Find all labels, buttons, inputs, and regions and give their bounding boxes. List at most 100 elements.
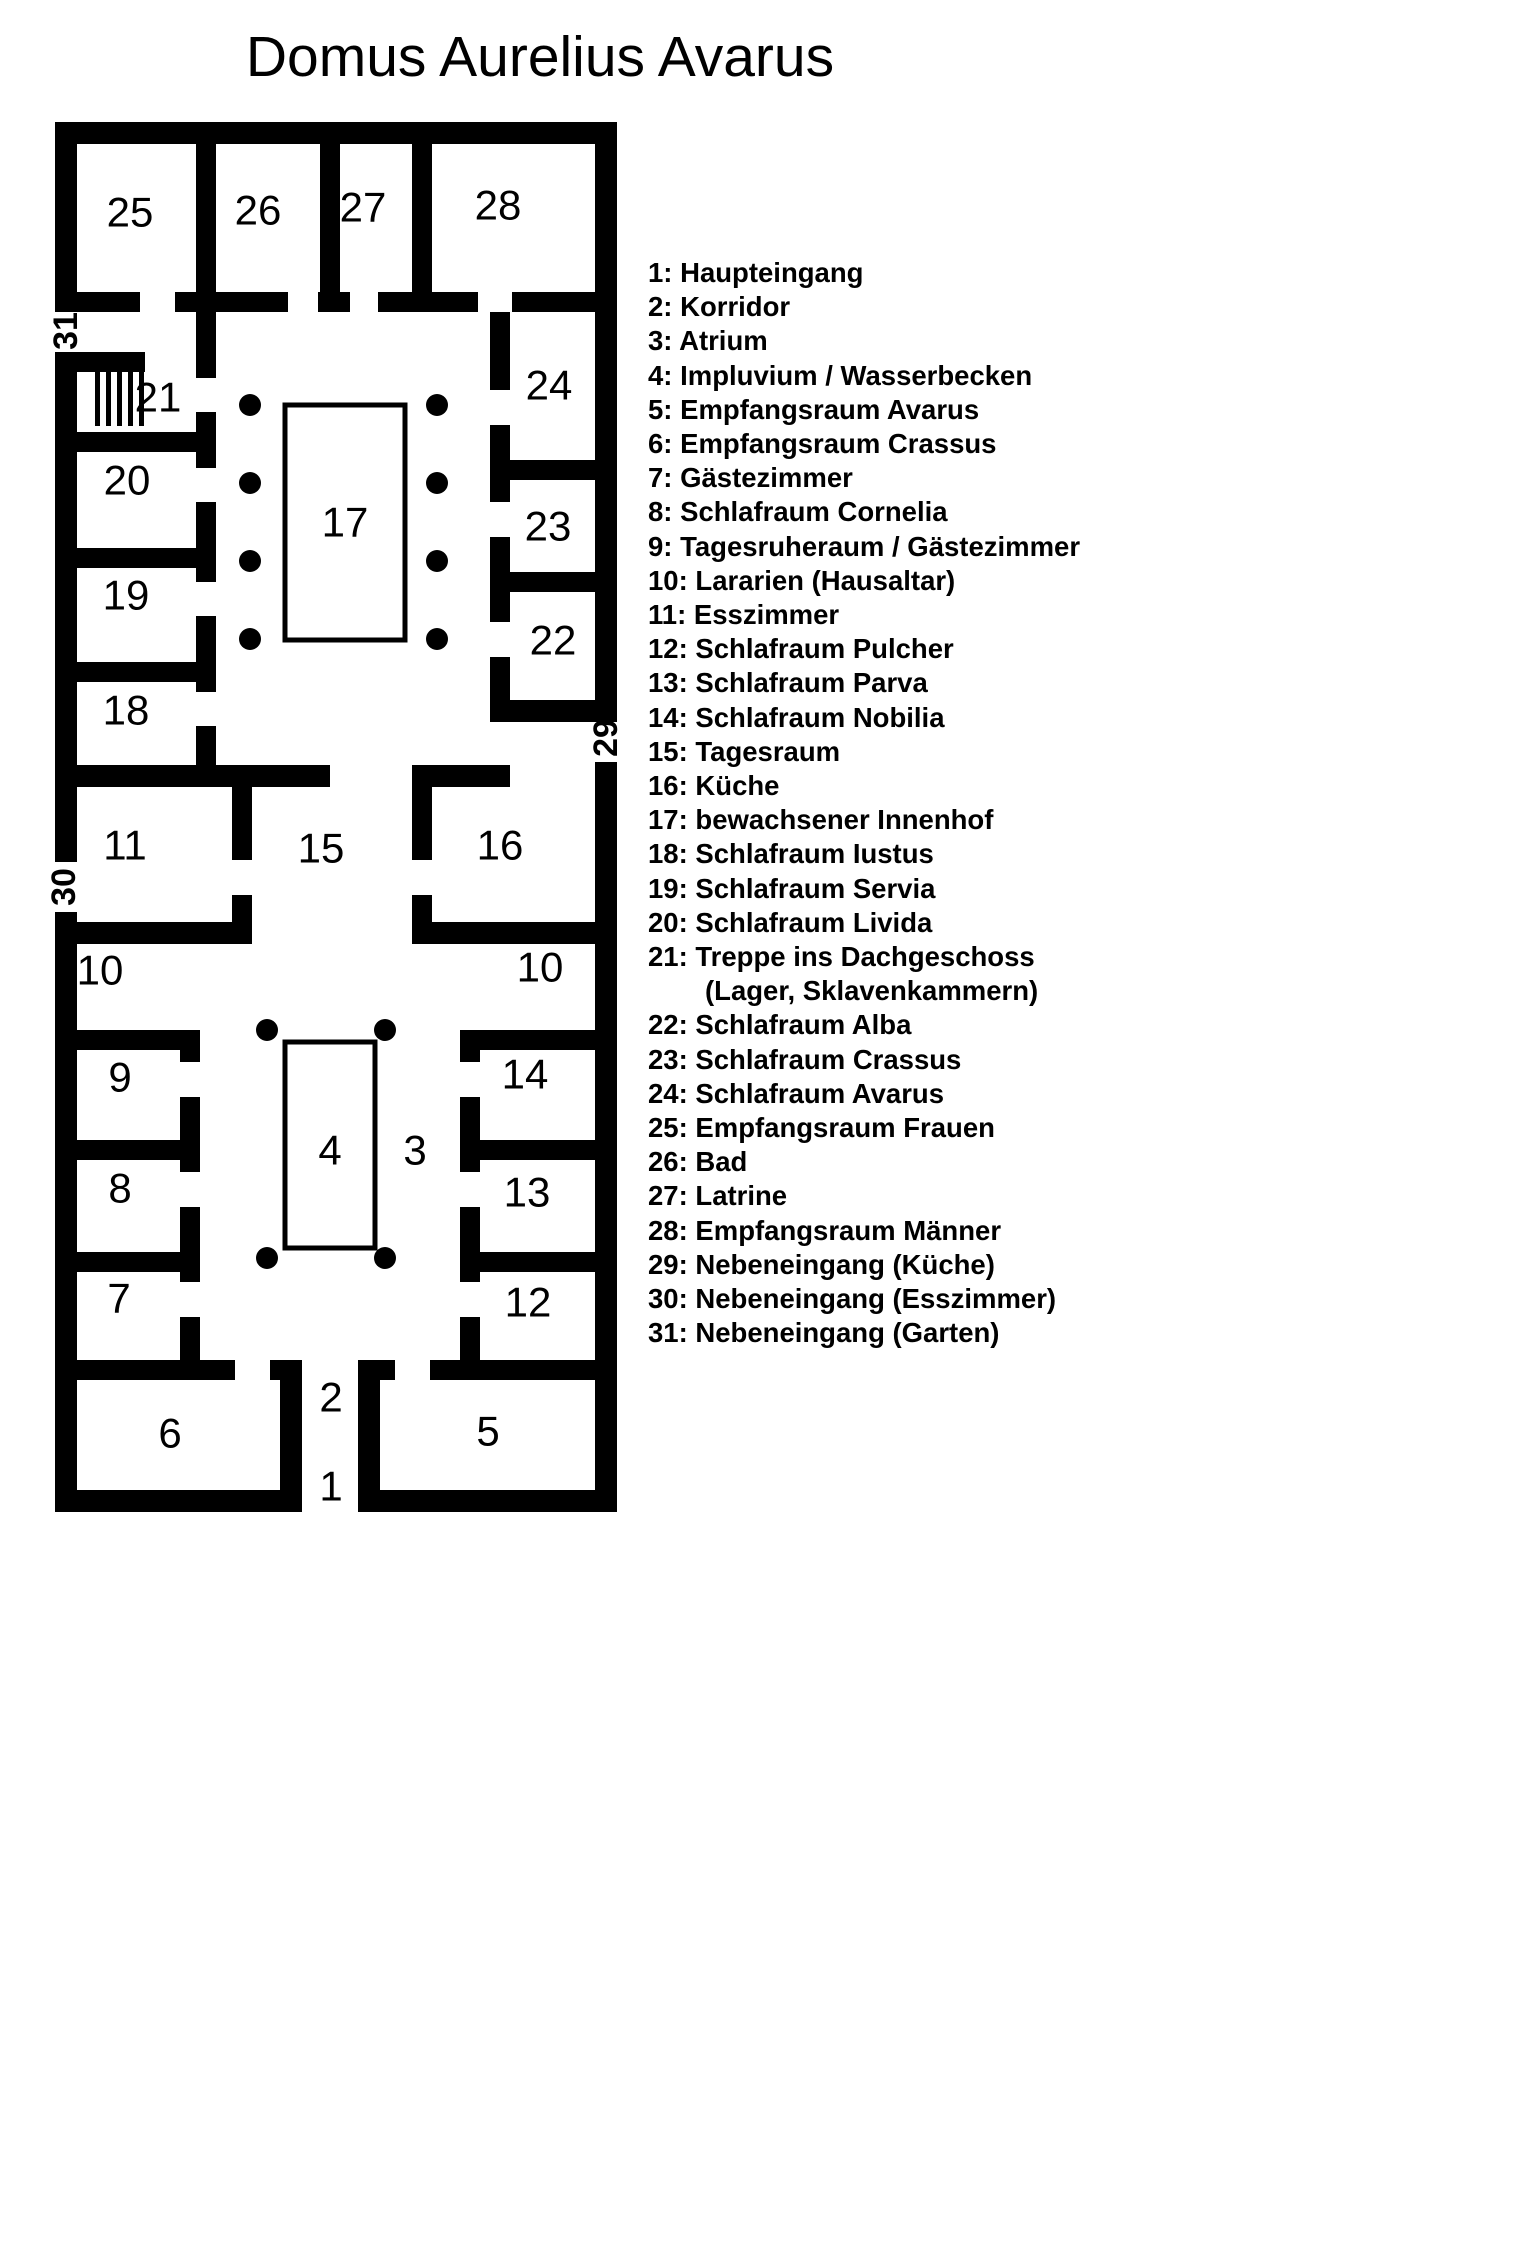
room-label-7: 7 xyxy=(107,1275,130,1322)
column-dot xyxy=(239,472,261,494)
legend-entry-number: 12 xyxy=(648,633,679,665)
legend-entry-21: 21: Treppe ins Dachgeschoss(Lager, Sklav… xyxy=(648,940,1080,1008)
wall xyxy=(358,1360,380,1490)
wall xyxy=(412,144,432,292)
legend-entry-label: bewachsener Innenhof xyxy=(695,804,994,836)
walls xyxy=(55,122,617,1512)
legend-entry-label: Haupteingang xyxy=(680,257,864,288)
wall xyxy=(55,1490,302,1512)
legend-entry-number: 27 xyxy=(648,1180,679,1212)
legend-entry-19: 19: Schlafraum Servia xyxy=(648,872,936,904)
wall xyxy=(460,1317,480,1370)
legend-entry-number: 29 xyxy=(648,1248,679,1280)
wall xyxy=(77,662,216,682)
legend-entry-number: 21 xyxy=(648,941,679,973)
legend-entry-label: Empfangsraum Crassus xyxy=(680,428,997,460)
wall xyxy=(77,1140,200,1160)
legend-entry-label: Nebeneingang (Garten) xyxy=(695,1317,1000,1349)
stair-step xyxy=(117,370,122,426)
legend-entry-number: 3 xyxy=(648,325,664,357)
column-dot xyxy=(426,394,448,416)
legend-entry-number: 23 xyxy=(648,1043,679,1075)
legend-entry-7: 7: Gästezimmer xyxy=(648,462,853,494)
legend-entry-label: Impluvium / Wasserbecken xyxy=(680,359,1033,391)
wall xyxy=(512,292,617,312)
legend-entry-label: Schlafraum Alba xyxy=(695,1009,912,1041)
legend-entry-15: 15: Tagesraum xyxy=(648,735,841,767)
legend-entry-9: 9: Tagesruheraum / Gästezimmer xyxy=(648,530,1081,562)
legend-entry-label: Lararien (Hausaltar) xyxy=(695,564,956,596)
legend-entry-label: Schlafraum Parva xyxy=(695,667,928,699)
stair-step xyxy=(139,370,144,426)
legend-entry-number: 22 xyxy=(648,1009,679,1041)
legend-entry-11: 11: Esszimmer xyxy=(648,599,840,631)
legend-entry-number: 16 xyxy=(648,770,679,802)
wall xyxy=(55,1360,235,1380)
room-label-3: 3 xyxy=(403,1127,426,1174)
legend-entry-27: 27: Latrine xyxy=(648,1180,788,1212)
legend-entry-16: 16: Küche xyxy=(648,770,780,802)
legend-entry-4: 4: Impluvium / Wasserbecken xyxy=(648,359,1033,391)
room-label-6: 6 xyxy=(158,1410,181,1457)
legend-entry-number: 28 xyxy=(648,1214,679,1246)
legend-entry-3: 3: Atrium xyxy=(648,325,768,357)
wall xyxy=(77,292,140,312)
legend-entry-label: Empfangsraum Männer xyxy=(695,1214,1002,1246)
wall xyxy=(77,1252,200,1272)
wall xyxy=(412,787,432,860)
legend-entry-number: 13 xyxy=(648,667,679,699)
legend-entry-24: 24: Schlafraum Avarus xyxy=(648,1077,945,1109)
legend-entry-10: 10: Lararien (Hausaltar) xyxy=(648,564,956,596)
wall xyxy=(460,1050,480,1062)
room-label-15: 15 xyxy=(298,825,345,872)
room-label-23: 23 xyxy=(525,503,572,550)
legend-entry-number: 24 xyxy=(648,1077,679,1109)
room-label-24: 24 xyxy=(526,362,573,409)
room-label-22: 22 xyxy=(530,617,577,664)
legend-entry-17: 17: bewachsener Innenhof xyxy=(648,804,994,836)
legend-entry-number: 4 xyxy=(648,359,664,391)
legend-entry-label: Nebeneingang (Esszimmer) xyxy=(695,1283,1057,1315)
legend-entry-13: 13: Schlafraum Parva xyxy=(648,667,928,699)
column-dot xyxy=(256,1019,278,1041)
legend-entry-number: 17 xyxy=(648,804,679,836)
room-label-5: 5 xyxy=(476,1408,499,1455)
legend-entry-number: 1 xyxy=(648,257,664,288)
legend-entry-number: 18 xyxy=(648,838,679,870)
legend-entry-23: 23: Schlafraum Crassus xyxy=(648,1043,962,1075)
room-label-29: 29 xyxy=(587,719,625,757)
wall xyxy=(196,502,216,582)
wall xyxy=(216,765,330,787)
wall xyxy=(460,1030,617,1050)
impluvium-outline xyxy=(282,1039,378,1251)
wall xyxy=(510,460,617,480)
legend-entry-label: Schlafraum Crassus xyxy=(695,1043,962,1075)
legend-entry-1: 1: Haupteingang xyxy=(648,257,864,288)
wall xyxy=(77,432,216,452)
wall xyxy=(55,912,77,1512)
wall xyxy=(55,122,617,144)
legend-entry-label: Tagesraum xyxy=(695,735,841,767)
wall xyxy=(480,1252,617,1272)
legend-entry-number: 15 xyxy=(648,735,679,767)
legend-entry-number: 9 xyxy=(648,530,664,562)
wall xyxy=(490,312,510,390)
stair-step xyxy=(106,370,111,426)
legend-entry-number: 10 xyxy=(648,564,679,596)
column-dot xyxy=(426,550,448,572)
wall xyxy=(55,352,77,862)
wall xyxy=(378,292,478,312)
legend-entry-12: 12: Schlafraum Pulcher xyxy=(648,633,954,665)
legend-entry-31: 31: Nebeneingang (Garten) xyxy=(648,1317,1000,1349)
wall xyxy=(490,700,617,722)
room-label-25: 25 xyxy=(107,189,154,236)
column-dot xyxy=(374,1019,396,1041)
wall xyxy=(77,352,145,372)
legend-entry-label: Schlafraum Livida xyxy=(695,906,933,938)
legend-entry-26: 26: Bad xyxy=(648,1146,748,1178)
legend-entry-label: Schlafraum Nobilia xyxy=(695,701,945,733)
legend-entry-22: 22: Schlafraum Alba xyxy=(648,1009,912,1041)
wall xyxy=(510,572,617,592)
legend-entry-number: 30 xyxy=(648,1283,679,1315)
